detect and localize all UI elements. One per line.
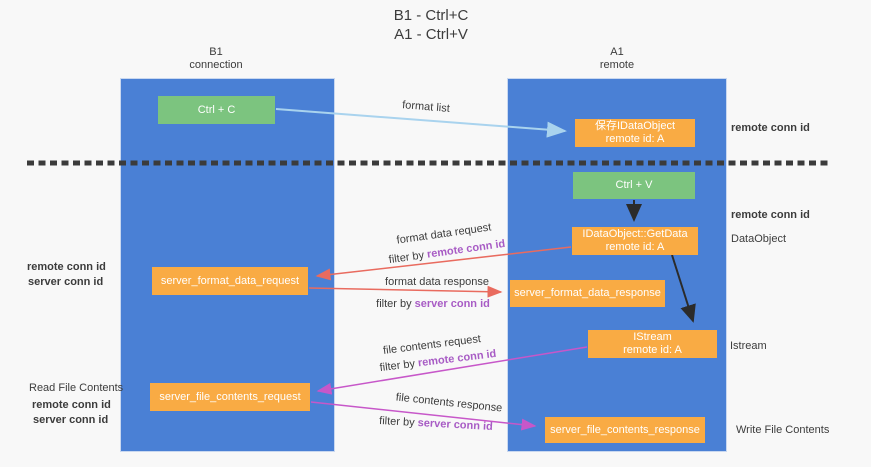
right-column-header: A1 remote <box>517 46 717 72</box>
server-file-contents-request-node: server_file_contents_request <box>150 383 310 411</box>
save-idataobject-title: 保存IDataObject <box>594 120 676 132</box>
server-file-contents-response-node: server_file_contents_response <box>545 417 705 443</box>
read-file-contents-annotation: Read File Contents <box>29 382 124 394</box>
idataobject-getdata-remote-id: remote id: A <box>605 241 665 253</box>
istream-title: IStream <box>633 331 672 343</box>
right-remote-conn-id-label-2: remote conn id <box>731 209 810 221</box>
getdata-to-istream-arrow <box>671 254 696 323</box>
server-format-data-response-label: server_format_data_response <box>514 287 661 299</box>
save-idataobject-node: 保存IDataObject remote id: A <box>575 119 695 147</box>
left-server-conn-id-label-1: server conn id <box>28 276 104 288</box>
server-file-contents-response-label: server_file_contents_response <box>550 423 700 436</box>
file-contents-request-arrow <box>316 346 588 395</box>
istream-node: IStream remote id: A <box>588 330 717 358</box>
left-server-conn-id-label-2: server conn id <box>33 414 109 426</box>
server-conn-id-text: server conn id <box>414 298 490 310</box>
right-remote-conn-id-label-1: remote conn id <box>731 122 810 134</box>
title-line-2: A1 - Ctrl+V <box>394 26 468 43</box>
left-remote-conn-id-label-2: remote conn id <box>32 399 111 411</box>
save-idataobject-remote-id: remote id: A <box>605 133 665 145</box>
idataobject-getdata-node: IDataObject::GetData remote id: A <box>572 227 698 255</box>
ctrl-v-label: Ctrl + V <box>615 179 653 191</box>
format-response-filter-label: filter by server conn id <box>376 298 490 310</box>
title-line-1: B1 - Ctrl+C <box>393 7 469 24</box>
format-data-request-arrow <box>315 246 572 281</box>
filter-by-text: filter by <box>376 298 415 310</box>
ctrl-c-label: Ctrl + C <box>197 103 236 116</box>
ctrl-c-node: Ctrl + C <box>158 96 275 124</box>
server-format-data-request-node: server_format_data_request <box>152 267 308 295</box>
idataobject-getdata-title: IDataObject::GetData <box>582 228 688 240</box>
filter-by-text: filter by <box>378 415 418 430</box>
left-column-role: connection <box>189 59 243 71</box>
left-column-header: B1 connection <box>116 46 316 72</box>
diagram-title: B1 - Ctrl+C A1 - Ctrl+V <box>0 6 862 44</box>
format-list-arrow <box>275 108 567 138</box>
server-format-data-response-node: server_format_data_response <box>510 280 665 307</box>
write-file-contents-annotation: Write File Contents <box>736 424 830 436</box>
file-contents-response-arrow <box>310 401 537 431</box>
istream-remote-id: remote id: A <box>623 344 682 356</box>
right-column-name: A1 <box>610 46 624 58</box>
left-column-name: B1 <box>209 46 223 58</box>
right-column-role: remote <box>599 59 635 71</box>
istream-annotation: Istream <box>730 340 767 352</box>
format-data-response-arrow <box>308 285 503 298</box>
dataobject-annotation: DataObject <box>731 233 787 245</box>
server-file-contents-request-label: server_file_contents_request <box>159 390 301 403</box>
server-format-data-request-label: server_format_data_request <box>160 274 300 287</box>
ctrl-v-node: Ctrl + V <box>573 172 695 199</box>
format-data-response-label: format data response <box>385 276 489 288</box>
left-remote-conn-id-label-1: remote conn id <box>27 261 106 273</box>
